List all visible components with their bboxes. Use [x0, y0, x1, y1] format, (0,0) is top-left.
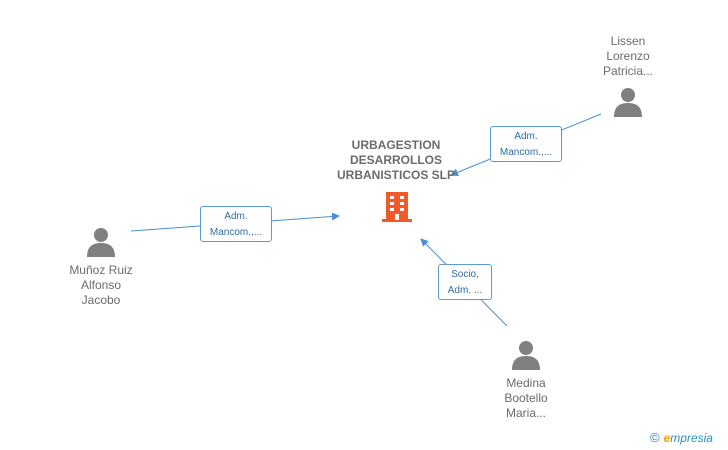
empresia-logo: ©empresia: [650, 430, 713, 445]
person-name: Lissen Lorenzo Patricia...: [573, 34, 683, 79]
person-node-medina[interactable]: Medina Bootello Maria...: [471, 340, 581, 421]
person-name-line: Lissen: [610, 34, 646, 48]
company-name-line: URBAGESTION: [351, 138, 441, 152]
person-name-line: Jacobo: [81, 293, 121, 307]
person-name-line: Maria...: [505, 406, 546, 420]
person-name-line: Alfonso: [80, 278, 122, 292]
edge-label-lissen[interactable]: Adm. Mancom.,...: [490, 126, 562, 162]
person-name-line: Muñoz Ruiz: [69, 263, 133, 277]
person-node-lissen[interactable]: Lissen Lorenzo Patricia...: [573, 34, 683, 117]
copyright-symbol: ©: [650, 430, 660, 445]
edge-label-line: Adm. ...: [447, 285, 483, 296]
company-name-line: URBANISTICOS SLP: [336, 168, 455, 182]
edge-label-munoz[interactable]: Adm. Mancom.,...: [200, 206, 272, 242]
edge-label-line: Adm.: [514, 131, 538, 142]
edge-label-line: Adm.: [224, 211, 248, 222]
company-name-line: DESARROLLOS: [349, 153, 442, 167]
edge-label-line: Socio,: [451, 269, 479, 280]
edge-label-medina[interactable]: Socio, Adm. ...: [438, 264, 492, 300]
person-icon: [614, 88, 642, 117]
person-node-munoz[interactable]: Muñoz Ruiz Alfonso Jacobo: [46, 227, 156, 308]
edge-label-line: Mancom.,...: [499, 147, 553, 158]
company-name[interactable]: URBAGESTION DESARROLLOS URBANISTICOS SLP: [316, 138, 476, 183]
person-name: Medina Bootello Maria...: [471, 376, 581, 421]
building-icon[interactable]: [380, 190, 414, 224]
person-name: Muñoz Ruiz Alfonso Jacobo: [46, 263, 156, 308]
person-icon: [87, 228, 115, 257]
brand-name: mpresia: [670, 431, 713, 445]
person-name-line: Medina: [506, 376, 546, 390]
brand-initial: e: [663, 431, 671, 445]
person-name-line: Lorenzo: [606, 49, 650, 63]
person-name-line: Bootello: [504, 391, 548, 405]
person-name-line: Patricia...: [602, 64, 653, 78]
edge-label-line: Mancom.,...: [209, 227, 263, 238]
person-icon: [512, 341, 540, 370]
